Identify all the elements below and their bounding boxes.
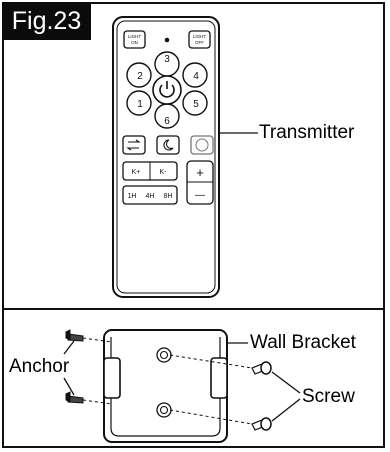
minus-label: —: [195, 190, 205, 201]
screw-label: Screw: [302, 386, 355, 407]
timer-key-panel: [122, 185, 178, 205]
wall-bracket: [103, 329, 228, 443]
transmitter-label: Transmitter: [259, 122, 355, 143]
light-off-button: [188, 30, 211, 49]
screw-top-head: [260, 361, 272, 375]
timer-1h-label: 1H: [128, 193, 137, 200]
light-on-button: [123, 30, 146, 49]
moon-icon: [163, 139, 174, 151]
anchor-label: Anchor: [9, 356, 70, 377]
remote-transmitter: [112, 16, 220, 298]
petal-button-2: [126, 62, 152, 88]
petal-button-4: [182, 62, 208, 88]
anchor-leader-top: [63, 340, 75, 355]
dial-number-1: 1: [137, 99, 143, 110]
screw-guide-bottom: [169, 409, 253, 425]
dial-number-2: 2: [137, 71, 143, 82]
screw-hole-top-inner: [159, 350, 169, 360]
k-minus-label: K-: [160, 169, 168, 176]
screw-leader-bottom: [271, 398, 301, 422]
dial-number-4: 4: [193, 71, 199, 82]
home-icon: [195, 138, 209, 152]
screw-hole-top: [156, 347, 172, 363]
reverse-arrows-icon: [126, 139, 141, 151]
reverse-button: [122, 135, 146, 155]
dial-number-5: 5: [193, 99, 199, 110]
screw-bottom: [251, 417, 272, 431]
power-icon: [159, 84, 175, 98]
bracket-outer: [103, 329, 228, 443]
screw-leader-top: [271, 371, 301, 394]
anchor-bottom-tip: [65, 391, 71, 403]
screw-guide-top: [169, 354, 253, 369]
k-plus-label: K+: [132, 169, 141, 176]
bracket-inner-edge: [110, 337, 221, 437]
dial-number-3: 3: [164, 54, 170, 65]
anchor-leader-bottom: [63, 377, 75, 396]
anchor-bottom: [65, 391, 84, 404]
plus-label: +: [196, 165, 204, 180]
petal-button-1: [126, 90, 152, 116]
figure-frame: [2, 2, 385, 448]
figure-tag: Fig.23: [2, 2, 91, 40]
anchor-top: [65, 329, 84, 342]
home-button: [190, 135, 214, 155]
light-on-label: LIGHT: [128, 34, 142, 39]
sleep-button: [156, 135, 180, 155]
screw-bottom-head: [260, 417, 272, 431]
remote-inner-edge: [116, 20, 216, 294]
screw-hole-bottom-inner: [159, 405, 169, 415]
anchor-guide-bottom: [82, 399, 113, 405]
light-on-label-2: ON: [131, 40, 138, 45]
timer-4h-label: 4H: [146, 193, 155, 200]
dial-number-6: 6: [164, 116, 170, 127]
anchor-top-tip: [65, 329, 71, 341]
power-button: [152, 75, 182, 105]
screw-hole-bottom: [156, 402, 172, 418]
wall-bracket-label: Wall Bracket: [250, 332, 356, 353]
indicator-led: [164, 37, 170, 43]
bracket-left-tab: [103, 357, 121, 399]
screw-top: [251, 361, 272, 375]
light-off-label-2: OFF: [195, 40, 204, 45]
petal-button-5: [182, 90, 208, 116]
screw-guides: [82, 337, 253, 425]
anchor-guide-top: [82, 337, 113, 343]
bracket-right-tab: [210, 357, 228, 399]
light-off-label: LIGHT: [193, 34, 207, 39]
section-divider: [2, 308, 385, 310]
timer-8h-label: 8H: [164, 193, 173, 200]
